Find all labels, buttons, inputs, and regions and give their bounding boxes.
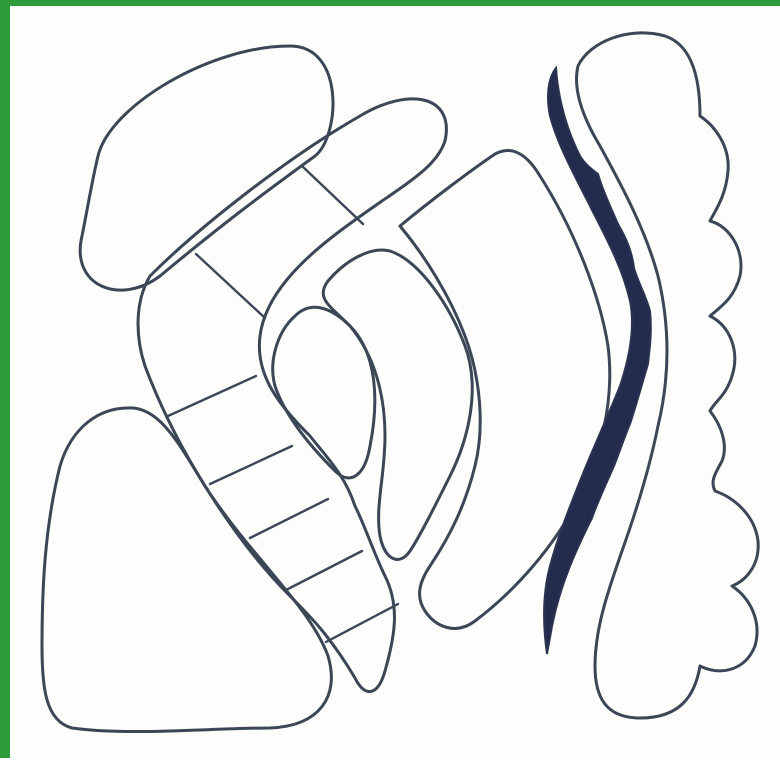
large-curve-shape (400, 150, 610, 628)
upper-band-shape (138, 99, 446, 692)
band-divider-line (168, 376, 256, 416)
band-divider-line (196, 254, 265, 318)
band-divider-line (326, 604, 398, 642)
band-divider-line (250, 499, 328, 538)
middle-curve-shape (323, 250, 472, 559)
band-divider-line (286, 551, 362, 590)
right-wavy-cloud-shape (577, 33, 759, 718)
scalloped-dark-band (544, 68, 651, 654)
band-divider-line (302, 166, 363, 224)
quilt-pattern-drawing (10, 6, 780, 764)
band-divider-line (210, 446, 292, 484)
top-left-blob-shape (80, 46, 333, 290)
